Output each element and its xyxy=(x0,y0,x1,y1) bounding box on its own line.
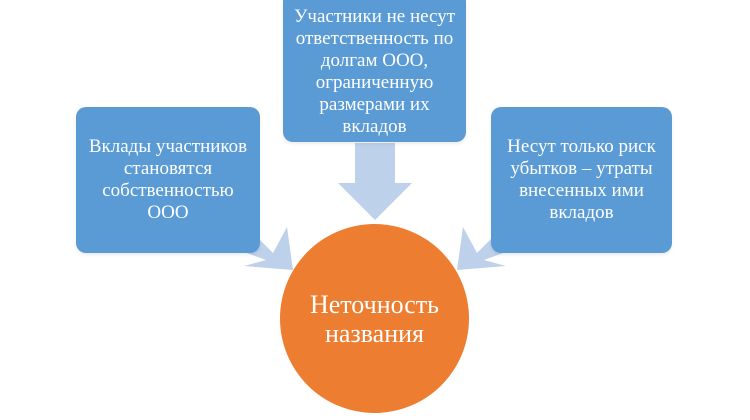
arrow-left-to-center xyxy=(244,227,293,270)
box-top-liability: Участники не несут ответственность по до… xyxy=(283,0,466,142)
center-circle-text: Неточность названия xyxy=(309,289,440,348)
arrow-right-to-center xyxy=(457,227,506,270)
arrow-top-to-center xyxy=(338,143,412,220)
box-right-risk: Несут только риск убытков – утраты внесе… xyxy=(491,107,672,253)
center-circle: Неточность названия xyxy=(280,224,469,413)
box-top-text: Участники не несут ответственность по до… xyxy=(293,6,456,137)
box-right-text: Несут только риск убытков – утраты внесе… xyxy=(507,136,656,223)
box-left-contributions: Вклады участников становятся собственнос… xyxy=(76,107,260,253)
box-left-text: Вклады участников становятся собственнос… xyxy=(88,136,248,223)
